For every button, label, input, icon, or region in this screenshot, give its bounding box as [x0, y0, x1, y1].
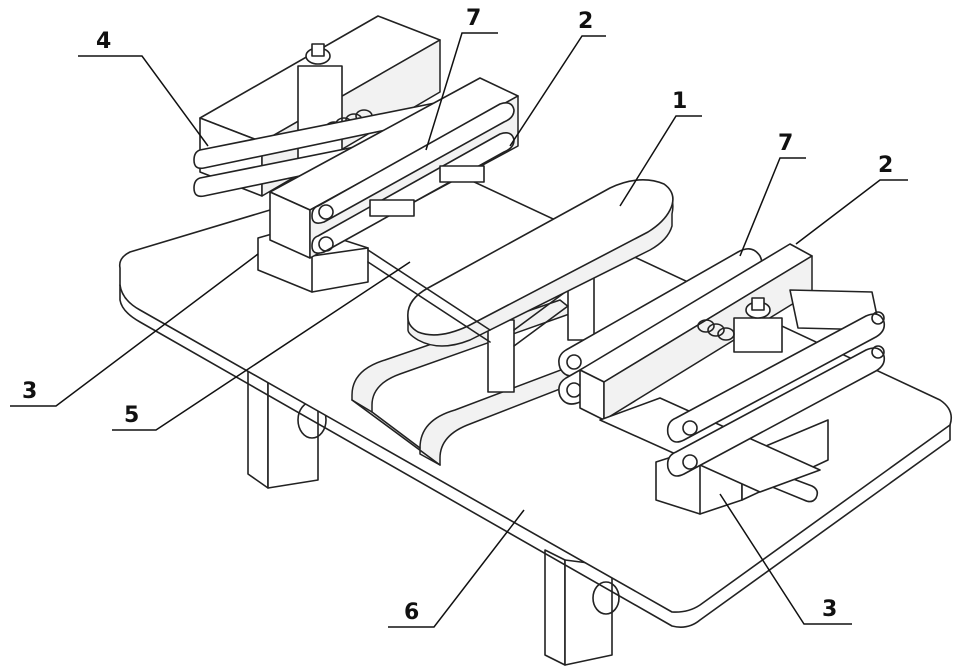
callout-2: 2: [878, 153, 893, 178]
callout-5: 5: [124, 403, 139, 428]
callout-7: 7: [778, 131, 793, 156]
callout-3: 3: [22, 379, 37, 404]
callout-1: 1: [672, 89, 687, 114]
callout-3: 3: [822, 597, 837, 622]
callout-2: 2: [578, 9, 593, 34]
callout-7: 7: [466, 6, 481, 31]
callout-6: 6: [404, 600, 419, 625]
callout-4: 4: [96, 29, 111, 54]
